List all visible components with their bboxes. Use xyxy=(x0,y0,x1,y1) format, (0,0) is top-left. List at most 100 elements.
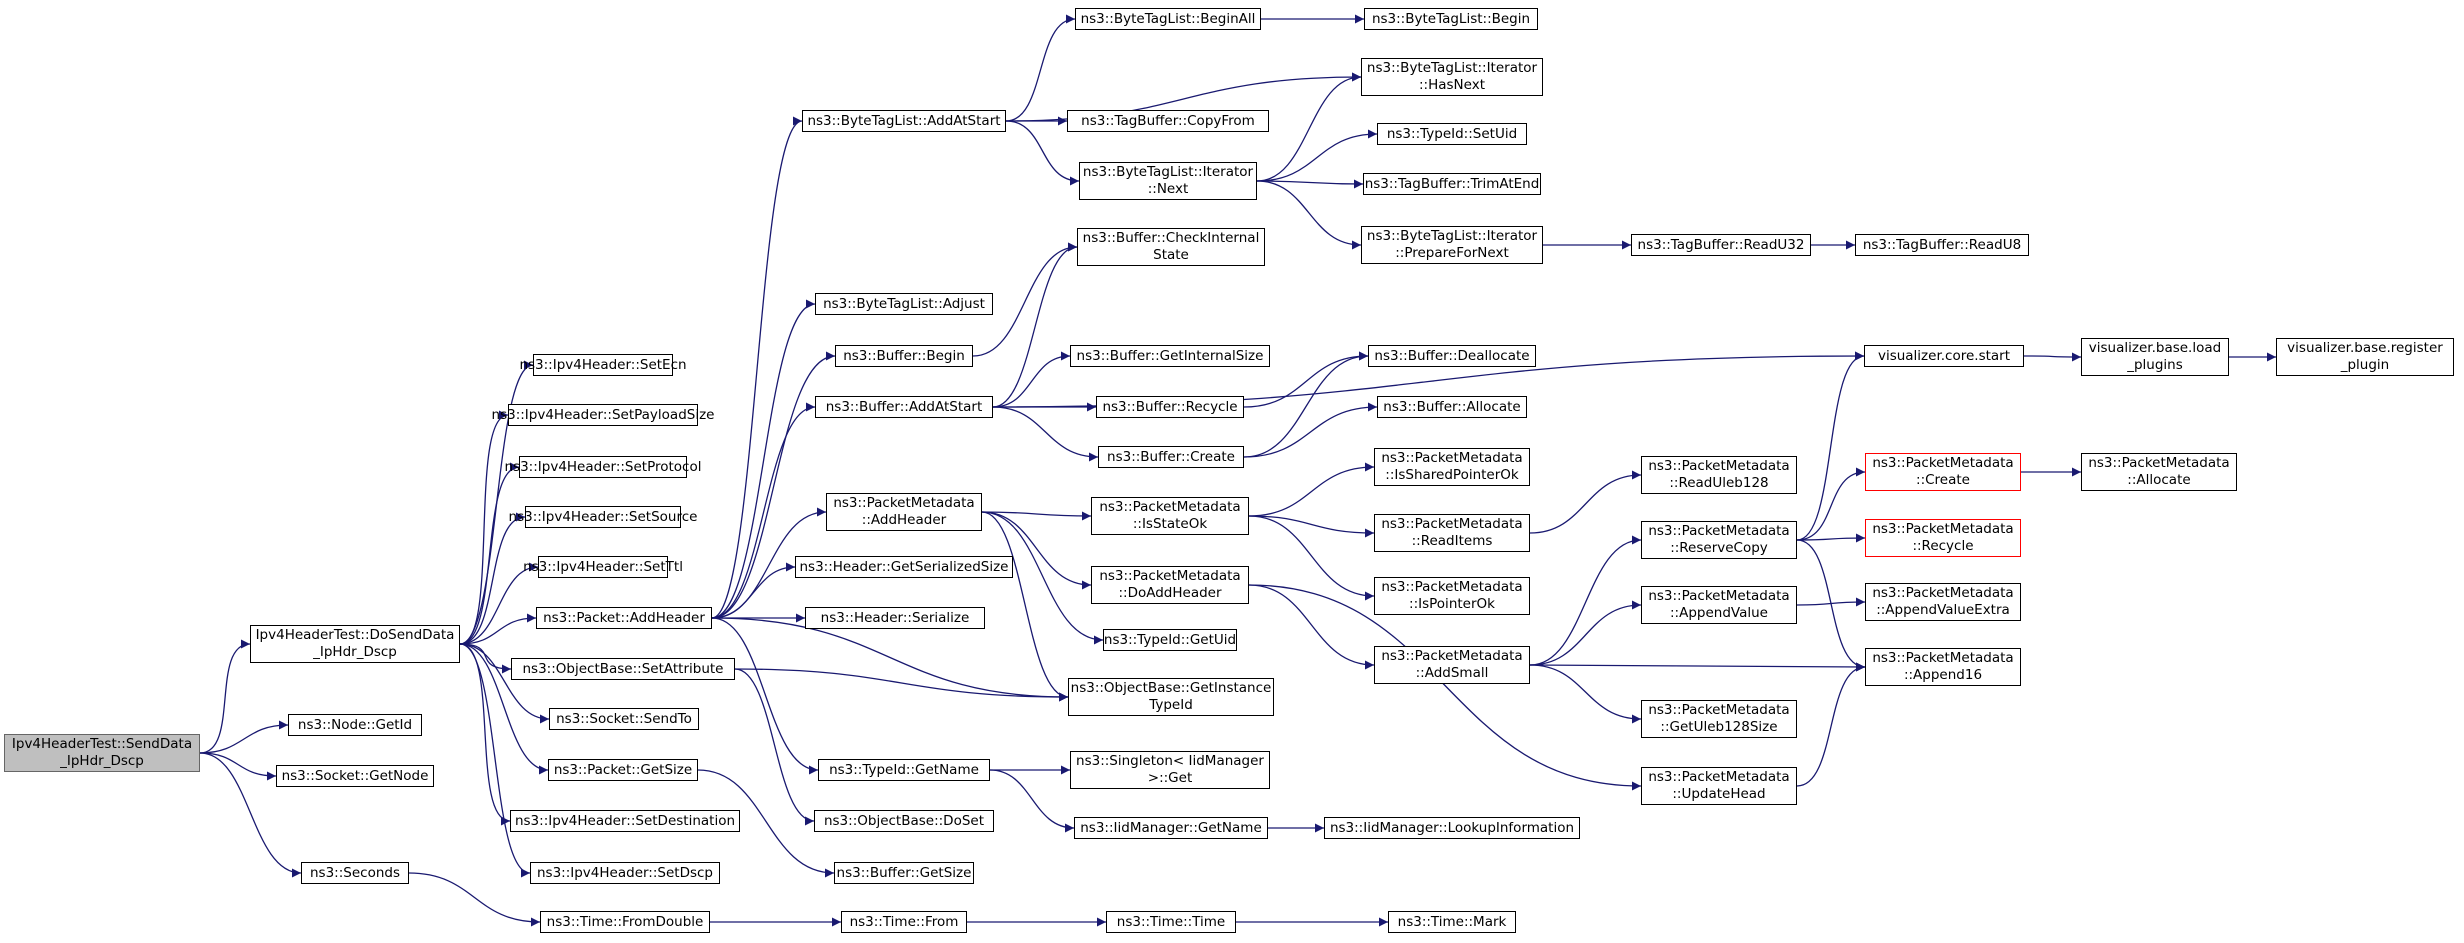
graph-node-pm-addheader[interactable]: ns3::PacketMetadata::AddHeader xyxy=(826,493,982,531)
edge-dosend-to-setattr xyxy=(459,643,512,674)
graph-node-btl-begin[interactable]: ns3::ByteTagList::Begin xyxy=(1364,8,1538,30)
graph-node-seconds[interactable]: ns3::Seconds xyxy=(301,862,409,884)
graph-node-pgetsize[interactable]: ns3::Packet::GetSize xyxy=(548,759,698,781)
graph-node-vis-start[interactable]: visualizer.core.start xyxy=(1864,345,2024,367)
graph-node-getid[interactable]: ns3::Node::GetId xyxy=(288,714,422,736)
graph-node-setprotocol[interactable]: ns3::Ipv4Header::SetProtocol xyxy=(505,456,702,478)
node-label-line: ns3::TagBuffer::CopyFrom xyxy=(1081,112,1255,129)
node-label-line: ns3::Buffer::GetSize xyxy=(836,864,972,881)
graph-node-pm-isstateok[interactable]: ns3::PacketMetadata::IsStateOk xyxy=(1091,497,1249,535)
graph-node-time-from[interactable]: ns3::Time::From xyxy=(841,911,967,933)
graph-node-pm-reservecopy[interactable]: ns3::PacketMetadata::ReserveCopy xyxy=(1641,521,1797,559)
graph-node-pm-create[interactable]: ns3::PacketMetadata::Create xyxy=(1865,453,2021,491)
edge-buf-addatstart-to-buf-getint xyxy=(992,351,1071,408)
graph-node-buf-getint[interactable]: ns3::Buffer::GetInternalSize xyxy=(1070,345,1270,367)
node-label-line: ns3::PacketMetadata xyxy=(1381,516,1523,532)
graph-node-pm-doaddheader[interactable]: ns3::PacketMetadata::DoAddHeader xyxy=(1091,566,1249,604)
edge-btli-next-to-tid-setuid xyxy=(1256,129,1378,182)
graph-node-buf-create[interactable]: ns3::Buffer::Create xyxy=(1098,446,1244,468)
node-label-line: ns3::PacketMetadata xyxy=(1648,458,1790,474)
graph-node-buf-addatstart[interactable]: ns3::Buffer::AddAtStart xyxy=(815,396,993,418)
graph-node-tid-setuid[interactable]: ns3::TypeId::SetUid xyxy=(1377,123,1527,145)
graph-node-dosend[interactable]: Ipv4HeaderTest::DoSendData_IpHdr_Dscp xyxy=(250,625,460,663)
graph-node-tb-trimatend[interactable]: ns3::TagBuffer::TrimAtEnd xyxy=(1363,173,1541,195)
node-label-line: ns3::IidManager::LookupInformation xyxy=(1329,819,1575,836)
graph-node-pm-updatehead[interactable]: ns3::PacketMetadata::UpdateHead xyxy=(1641,767,1797,805)
graph-node-tb-copyfrom[interactable]: ns3::TagBuffer::CopyFrom xyxy=(1067,110,1269,132)
node-label-line: ns3::ObjectBase::SetAttribute xyxy=(522,660,724,677)
graph-node-buf-getsize[interactable]: ns3::Buffer::GetSize xyxy=(834,862,974,884)
node-label-line: ns3::PacketMetadata xyxy=(1381,648,1523,664)
graph-node-time-time[interactable]: ns3::Time::Time xyxy=(1106,911,1236,933)
graph-node-btli-next[interactable]: ns3::ByteTagList::Iterator::Next xyxy=(1079,162,1257,200)
edge-pm-addsmall-to-pm-getuleb xyxy=(1529,664,1642,724)
edge-pm-addheader-to-pm-isstateok xyxy=(981,511,1092,521)
graph-node-pm-recycle[interactable]: ns3::PacketMetadata::Recycle xyxy=(1865,519,2021,557)
node-label-line: visualizer.core.start xyxy=(1877,347,2011,364)
graph-node-buf-dealloc[interactable]: ns3::Buffer::Deallocate xyxy=(1368,345,1536,367)
graph-node-buf-begin[interactable]: ns3::Buffer::Begin xyxy=(835,345,973,367)
edge-addheader-to-ob-getinst xyxy=(711,617,1069,702)
graph-node-pm-isptrok[interactable]: ns3::PacketMetadata::IsPointerOk xyxy=(1374,577,1530,615)
graph-node-setttl[interactable]: ns3::Ipv4Header::SetTtl xyxy=(523,556,683,578)
graph-node-btl-addatstart[interactable]: ns3::ByteTagList::AddAtStart xyxy=(802,110,1006,132)
graph-node-tid-getname[interactable]: ns3::TypeId::GetName xyxy=(818,759,990,781)
graph-node-pm-readitems[interactable]: ns3::PacketMetadata::ReadItems xyxy=(1374,514,1530,552)
graph-node-btli-hasnext[interactable]: ns3::ByteTagList::Iterator::HasNext xyxy=(1361,58,1543,96)
edge-pm-addsmall-to-pm-reservecopy xyxy=(1529,535,1642,666)
graph-node-vis-load[interactable]: visualizer.base.load_plugins xyxy=(2081,338,2229,376)
graph-node-setattr[interactable]: ns3::ObjectBase::SetAttribute xyxy=(511,658,735,680)
graph-node-vis-register[interactable]: visualizer.base.register_plugin xyxy=(2276,338,2454,376)
edge-buf-addatstart-to-buf-create xyxy=(992,406,1099,462)
node-label-line: ns3::ByteTagList::Begin xyxy=(1371,10,1531,27)
graph-node-pm-addsmall[interactable]: ns3::PacketMetadata::AddSmall xyxy=(1374,646,1530,684)
graph-node-iid-lookup[interactable]: ns3::IidManager::LookupInformation xyxy=(1324,817,1580,839)
node-label-line: ns3::Buffer::Begin xyxy=(843,347,965,364)
graph-node-hdr-ser[interactable]: ns3::Header::Serialize xyxy=(805,607,985,629)
graph-node-pm-appendvalue[interactable]: ns3::PacketMetadata::AppendValue xyxy=(1641,586,1797,624)
graph-node-pm-getuleb[interactable]: ns3::PacketMetadata::GetUleb128Size xyxy=(1641,700,1797,738)
graph-node-tb-readu32[interactable]: ns3::TagBuffer::ReadU32 xyxy=(1631,234,1811,256)
graph-node-buf-recycle[interactable]: ns3::Buffer::Recycle xyxy=(1096,396,1244,418)
edge-dosend-to-setttl xyxy=(459,562,539,645)
edge-pm-addheader-to-ob-getinst xyxy=(981,511,1069,702)
graph-node-singleton-get[interactable]: ns3::Singleton< IidManager >::Get xyxy=(1070,751,1270,789)
graph-node-setdest[interactable]: ns3::Ipv4Header::SetDestination xyxy=(510,810,740,832)
graph-node-addheader[interactable]: ns3::Packet::AddHeader xyxy=(536,607,712,629)
graph-node-pm-issharedptr[interactable]: ns3::PacketMetadata::IsSharedPointerOk xyxy=(1374,448,1530,486)
graph-node-time-mark[interactable]: ns3::Time::Mark xyxy=(1388,911,1516,933)
edge-setattr-to-ob-doset xyxy=(734,668,815,826)
node-label-line: ns3::TypeId::SetUid xyxy=(1386,125,1518,142)
graph-node-setsource[interactable]: ns3::Ipv4Header::SetSource xyxy=(509,506,697,528)
graph-node-buf-alloc[interactable]: ns3::Buffer::Allocate xyxy=(1377,396,1527,418)
graph-node-fromdouble[interactable]: ns3::Time::FromDouble xyxy=(540,911,710,933)
node-label-line: ::HasNext xyxy=(1418,77,1485,93)
graph-node-getnode[interactable]: ns3::Socket::GetNode xyxy=(276,765,434,787)
graph-node-sendto[interactable]: ns3::Socket::SendTo xyxy=(549,708,699,730)
graph-node-btl-adjust[interactable]: ns3::ByteTagList::Adjust xyxy=(815,293,993,315)
graph-node-btli-prepare[interactable]: ns3::ByteTagList::Iterator::PrepareForNe… xyxy=(1361,226,1543,264)
graph-node-iid-getname[interactable]: ns3::IidManager::GetName xyxy=(1074,817,1268,839)
graph-node-pm-append16[interactable]: ns3::PacketMetadata::Append16 xyxy=(1865,648,2021,686)
graph-node-pm-readuleb[interactable]: ns3::PacketMetadata::ReadUleb128 xyxy=(1641,456,1797,494)
graph-node-setecn[interactable]: ns3::Ipv4Header::SetEcn xyxy=(519,354,687,376)
graph-node-pm-allocate[interactable]: ns3::PacketMetadata::Allocate xyxy=(2081,453,2237,491)
node-label-line: ns3::Header::GetSerializedSize xyxy=(799,558,1009,575)
node-label-line: ns3::PacketMetadata xyxy=(1872,521,2014,537)
graph-node-setpayload[interactable]: ns3::Ipv4Header::SetPayloadSize xyxy=(492,404,714,426)
graph-node-ob-doset[interactable]: ns3::ObjectBase::DoSet xyxy=(814,810,994,832)
graph-node-setdscp[interactable]: ns3::Ipv4Header::SetDscp xyxy=(530,862,720,884)
edge-dosend-to-setdscp xyxy=(459,643,531,878)
graph-node-btl-beginall[interactable]: ns3::ByteTagList::BeginAll xyxy=(1075,8,1261,30)
node-label-line: ::AppendValue xyxy=(1670,605,1768,621)
graph-node-tb-readu8[interactable]: ns3::TagBuffer::ReadU8 xyxy=(1855,234,2029,256)
graph-node-tid-getuid[interactable]: ns3::TypeId::GetUid xyxy=(1103,629,1237,651)
graph-node-hdr-getser[interactable]: ns3::Header::GetSerializedSize xyxy=(795,556,1013,578)
edge-dosend-to-addheader xyxy=(459,613,537,645)
node-label-line: ns3::ByteTagList::AddAtStart xyxy=(807,112,1001,129)
graph-node-pm-appendvalueextra[interactable]: ns3::PacketMetadata::AppendValueExtra xyxy=(1865,583,2021,621)
edge-seconds-to-fromdouble xyxy=(408,872,541,927)
